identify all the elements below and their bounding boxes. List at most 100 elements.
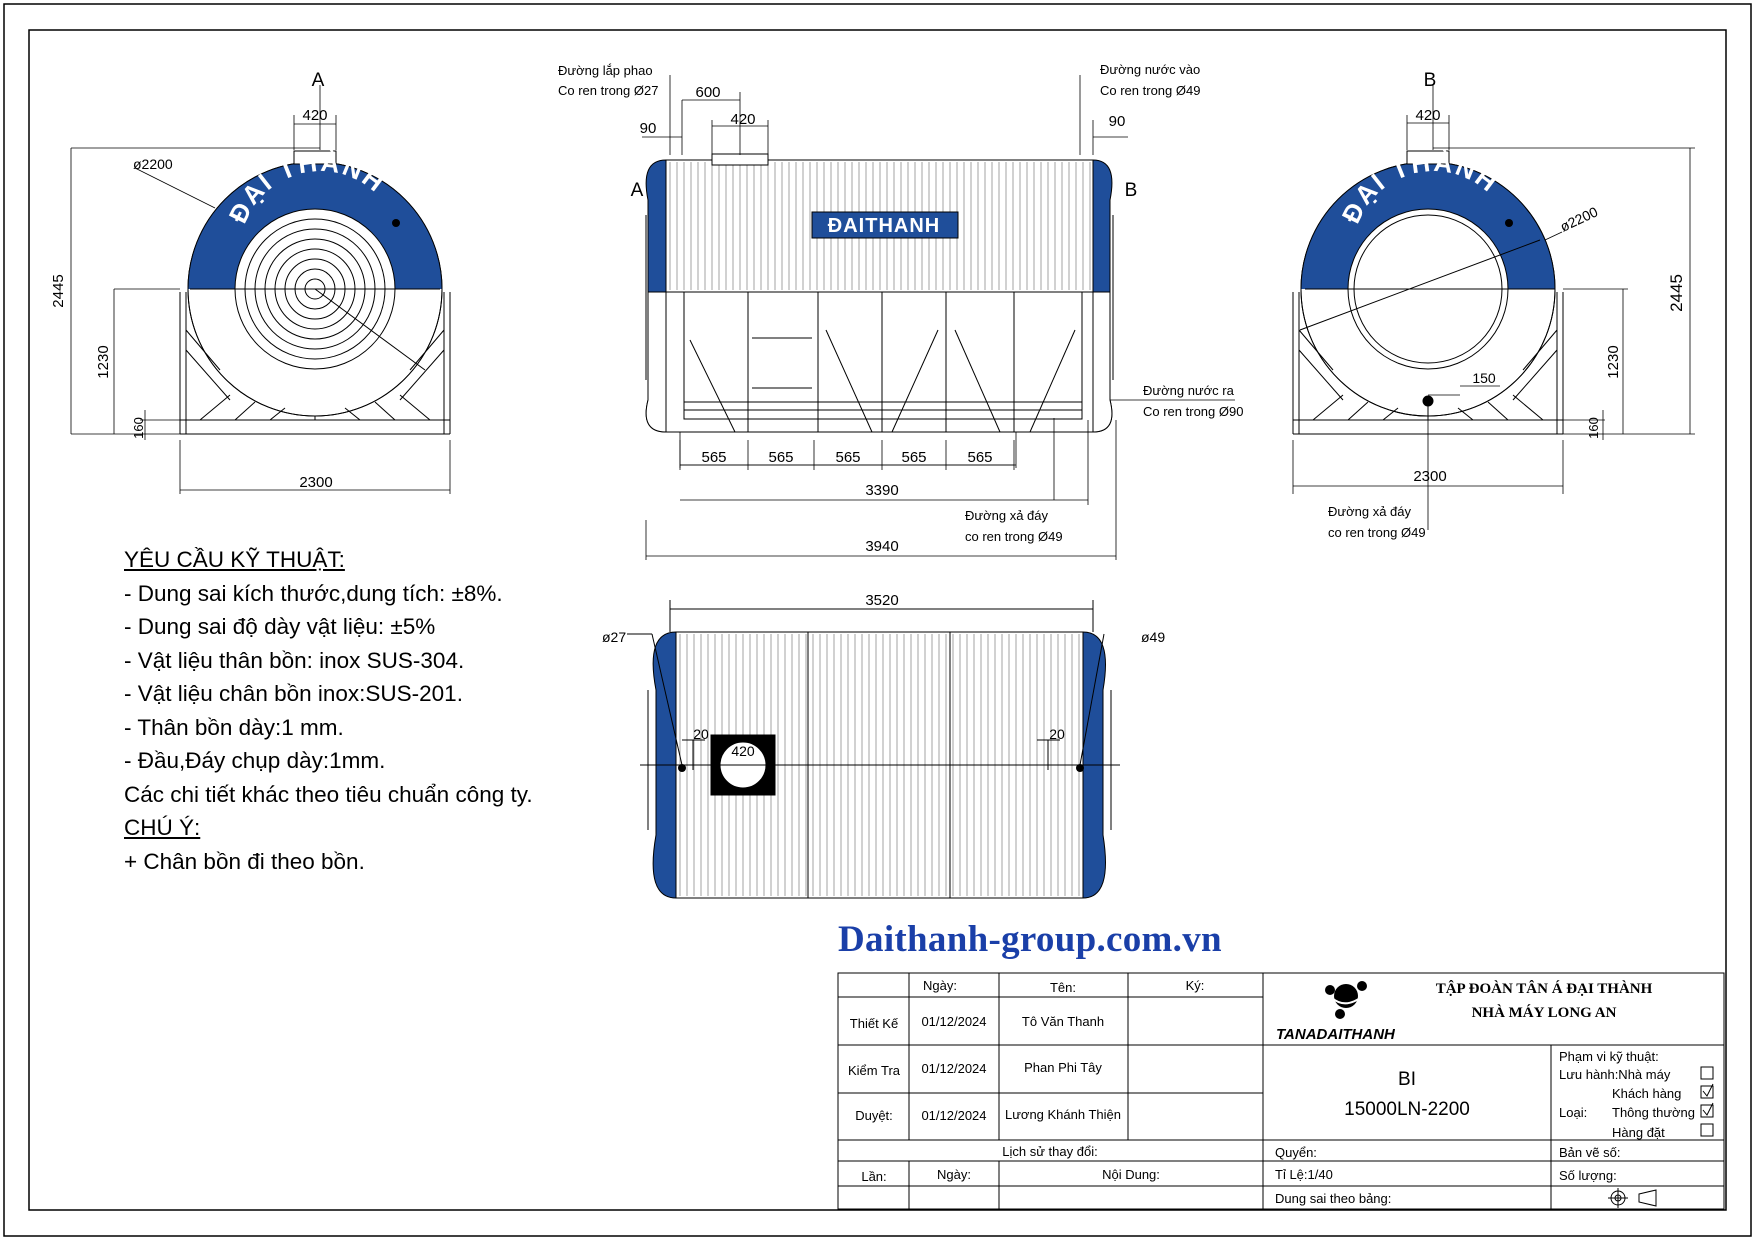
view-a-label-front: A [631, 180, 644, 201]
drain-label-1: Đường xả đáy [965, 508, 1048, 523]
tb-col-date: Ngày: [923, 978, 957, 993]
tb-row2-name: Phan Phi Tây [1024, 1060, 1102, 1075]
logo-text: TANADAITHANH [1276, 1026, 1396, 1043]
left-dia: ø2200 [133, 156, 173, 172]
technical-notes: YÊU CẦU KỸ THUẬT: - Dung sai kích thước,… [124, 543, 533, 878]
tb-rev-noidung: Nội Dung: [1102, 1167, 1160, 1182]
front-manhole [711, 153, 769, 166]
segment-1: 565 [701, 449, 726, 466]
float-pipe-label-2: Co ren trong Ø27 [558, 83, 658, 98]
segment-5: 565 [967, 449, 992, 466]
note-item-1: - Dung sai kích thước,dung tích: ±8%. [124, 580, 503, 606]
tb-row3-date: 01/12/2024 [921, 1108, 986, 1123]
website-link[interactable]: Daithanh-group.com.vn [838, 919, 1222, 960]
tb-col-name: Tên: [1050, 980, 1076, 995]
manhole-dim: 420 [731, 743, 755, 759]
title-block-grid [837, 972, 1725, 1210]
left-dim-1230: 1230 [95, 345, 112, 378]
inlet-label-2: Co ren trong Ø49 [1100, 83, 1200, 98]
tb-scope-1: Lưu hành:Nhà máy [1559, 1067, 1671, 1082]
tb-row3-name: Lương Khánh Thiện [1005, 1107, 1121, 1122]
top-port-27 [678, 764, 686, 772]
tb-scope-2: Khách hàng [1612, 1086, 1681, 1101]
note-item-4: - Vật liệu chân bồn inox:SUS-201. [124, 681, 463, 706]
tb-tolerance: Dung sai theo bảng: [1275, 1191, 1391, 1206]
front-dim-90-right: 90 [1109, 113, 1126, 130]
caution-item: + Chân bồn đi theo bồn. [124, 848, 365, 874]
top-dia-27: ø27 [602, 629, 626, 645]
front-view-frame [683, 291, 1093, 433]
company-name-2: NHÀ MÁY LONG AN [1472, 1004, 1617, 1021]
front-view-tank [645, 159, 1114, 433]
front-dim-600: 600 [695, 84, 720, 101]
top-dim-20-right: 20 [1049, 726, 1065, 742]
top-port-49 [1076, 764, 1084, 772]
right-dim-2445: 2445 [1667, 274, 1686, 312]
frame-border [28, 29, 1727, 1211]
left-dim-2445: 2445 [50, 274, 67, 307]
tb-qty: Số lượng: [1559, 1168, 1617, 1183]
top-dia-49: ø49 [1141, 629, 1165, 645]
front-dim-3390: 3390 [865, 482, 898, 499]
tb-history: Lịch sử thay đổi: [1002, 1144, 1097, 1159]
right-view-dimensions [1292, 85, 1695, 530]
left-dim-160: 160 [131, 417, 146, 439]
front-dim-3940: 3940 [865, 538, 898, 555]
tb-scale: Tỉ Lệ:1/40 [1275, 1167, 1333, 1182]
segment-2: 565 [768, 449, 793, 466]
sheet-border [3, 3, 1752, 1237]
tb-rev-lan: Lần: [861, 1169, 886, 1184]
tb-row2-role: Kiểm Tra [848, 1063, 901, 1078]
brand-plate [811, 211, 959, 239]
tb-drawing-no: Bản vẽ số: [1559, 1145, 1620, 1160]
note-item-3: - Vật liệu thân bồn: inox SUS-304. [124, 647, 465, 673]
brand-plate-text: ĐAITHANH [828, 215, 940, 237]
right-end-view [1292, 150, 1564, 435]
front-dim-420: 420 [730, 111, 755, 128]
tb-type-2: Hàng đặt [1612, 1125, 1665, 1140]
top-dim-20-left: 20 [693, 726, 709, 742]
right-dim-2300: 2300 [1413, 468, 1446, 485]
tb-scope: Phạm vi kỹ thuật: [1559, 1049, 1659, 1064]
left-dim-2300: 2300 [299, 474, 332, 491]
top-view-details [627, 600, 1120, 898]
right-dim-420: 420 [1415, 107, 1440, 124]
product-code-2: 15000LN-2200 [1344, 1099, 1470, 1120]
front-dim-90-left: 90 [640, 120, 657, 137]
projection-symbol-icon [1608, 1188, 1657, 1208]
product-code-1: BI [1398, 1069, 1416, 1090]
segment-4: 565 [901, 449, 926, 466]
tb-type-label: Loại: [1559, 1105, 1587, 1120]
brand-dot-left [392, 219, 400, 227]
right-dim-150: 150 [1472, 370, 1496, 386]
inlet-label-1: Đường nước vào [1100, 62, 1200, 77]
left-view-dimensions [70, 85, 451, 494]
view-b-label-front: B [1125, 180, 1138, 201]
front-view-dimensions [642, 75, 1235, 560]
left-dim-420: 420 [302, 107, 327, 124]
company-logo [1325, 981, 1367, 1019]
right-dim-1230: 1230 [1605, 345, 1622, 378]
tb-row1-role: Thiết Kế [850, 1016, 899, 1031]
float-pipe-label-1: Đường lắp phao [558, 63, 653, 78]
top-dim-3520: 3520 [865, 592, 898, 609]
brand-dot-right [1505, 219, 1513, 227]
tb-row3-role: Duyệt: [855, 1108, 893, 1123]
left-end-view [179, 150, 451, 435]
tb-quyen: Quyển: [1275, 1145, 1317, 1160]
right-dim-160: 160 [1586, 417, 1601, 439]
tb-rev-ngay: Ngày: [937, 1167, 971, 1182]
outlet-label-2: Co ren trong Ø90 [1143, 404, 1243, 419]
note-item-7: Các chi tiết khác theo tiêu chuẩn công t… [124, 781, 533, 807]
caution-heading: CHÚ Ý: [124, 815, 201, 840]
tb-type-1: Thông thường [1612, 1105, 1695, 1120]
notes-heading: YÊU CẦU KỸ THUẬT: [124, 547, 345, 572]
right-drain-label-1: Đường xả đáy [1328, 504, 1411, 519]
outlet-label-1: Đường nước ra [1143, 383, 1235, 398]
drain-label-2: co ren trong Ø49 [965, 529, 1063, 544]
tb-col-sign: Ký: [1186, 978, 1205, 993]
company-name-1: TẬP ĐOÀN TÂN Á ĐẠI THÀNH [1436, 980, 1653, 997]
tb-checkboxes [1700, 1066, 1714, 1137]
note-item-6: - Đầu,Đáy chụp dày:1mm. [124, 748, 386, 773]
